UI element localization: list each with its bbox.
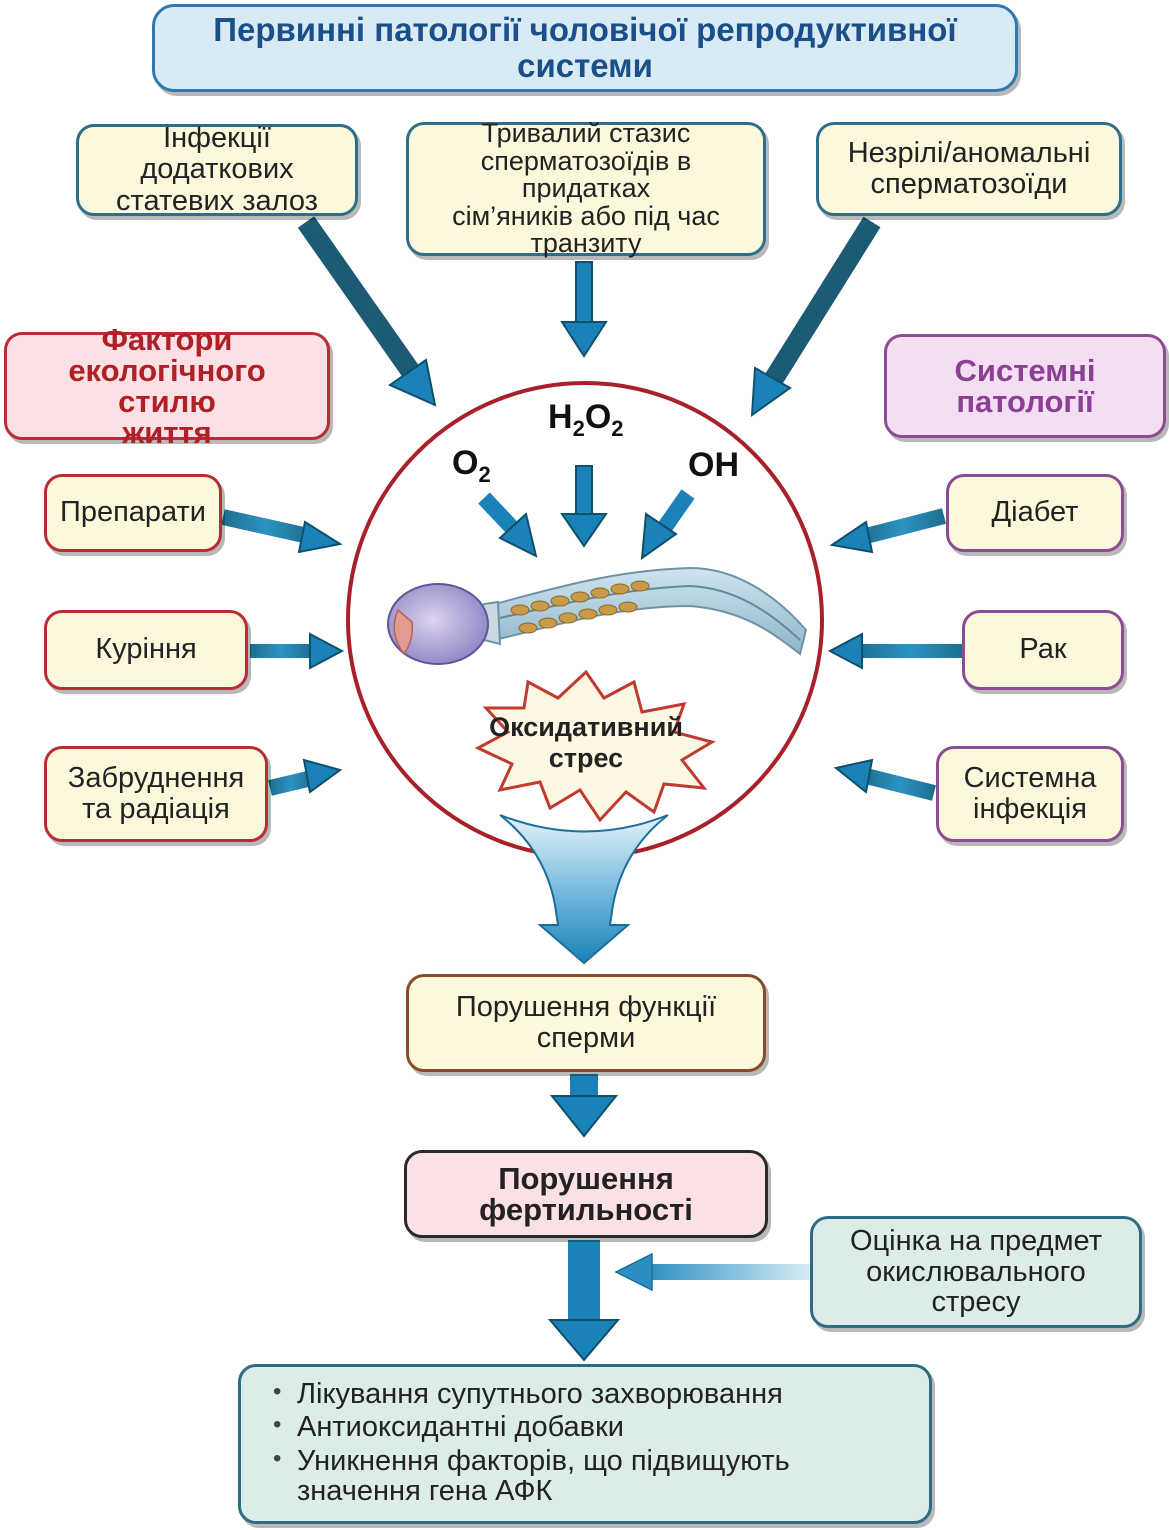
arrow-drugs — [221, 509, 343, 554]
treatment-list: Лікування супутнього захворювання Антиок… — [261, 1379, 909, 1507]
arrow-smoking — [250, 632, 345, 670]
cause-stasis-box: Тривалий стазис сперматозоїдів в придатк… — [406, 118, 766, 259]
lifestyle-item-smoking-label: Куріння — [95, 633, 197, 666]
assessment-box: Оцінка на предмет окислювального стресу — [810, 1216, 1142, 1328]
title-text: Первинні патології чоловічої репродуктив… — [213, 11, 957, 84]
ros-h2o2-label: H2O2 — [548, 398, 624, 442]
arrow-immature-sperm — [750, 216, 881, 418]
cause-stasis-line-4: транзиту — [530, 228, 642, 259]
systemic-header-box: Системні патології — [884, 334, 1166, 438]
cause-stasis-line-1: Тривалий стазис — [481, 118, 691, 149]
ros-h2o2-p2: O — [584, 398, 612, 436]
oxidative-stress-line-2: стрес — [548, 743, 624, 774]
arrow-o2 — [478, 492, 538, 558]
systemic-item-cancer-label: Рак — [1019, 633, 1067, 666]
sperm-function-line-1: Порушення функції — [455, 990, 717, 1023]
systemic-header-line-2: патології — [956, 384, 1094, 419]
cause-infections-line-1: Інфекції додаткових — [140, 122, 294, 186]
arrow-stasis — [560, 261, 608, 358]
fertility-line-2: фертильності — [479, 1192, 693, 1227]
systemic-item-infection-line-1: Системна — [963, 761, 1097, 794]
ros-h2o2-s1: 2 — [572, 415, 585, 441]
lifestyle-header-line-1: Фактори — [101, 322, 233, 357]
fertility-line-1: Порушення — [498, 1161, 674, 1196]
assessment-line-3: стресу — [931, 1286, 1021, 1319]
systemic-item-diabetes: Діабет — [946, 474, 1124, 552]
arrow-fertility-to-treatment — [547, 1240, 621, 1362]
arrow-assessment — [614, 1252, 810, 1292]
lifestyle-item-drugs: Препарати — [44, 474, 222, 552]
cause-stasis-line-3: сім’яників або під час — [452, 200, 720, 231]
cause-immature-line-1: Незрілі/аномальні — [847, 136, 1091, 169]
arrow-h2o2 — [560, 465, 608, 548]
sperm-function-line-2: сперми — [536, 1022, 636, 1054]
oxidative-stress-burst — [474, 669, 716, 823]
cause-immature-line-2: сперматозоїди — [870, 168, 1068, 200]
ros-oh-label: OH — [688, 446, 739, 485]
fertility-box: Порушення фертильності — [404, 1150, 768, 1238]
ros-h2o2-s2: 2 — [611, 415, 624, 441]
sperm-cell-illustration — [387, 566, 808, 665]
assessment-line-1: Оцінка на предмет — [850, 1225, 1102, 1258]
treatment-box: Лікування супутнього захворювання Антиок… — [238, 1364, 932, 1524]
title-box: Первинні патології чоловічої репродуктив… — [152, 4, 1018, 92]
oxidative-stress-line-1: Оксидативний — [489, 712, 683, 742]
arrow-infections — [297, 216, 437, 407]
lifestyle-header-line-3: життя — [122, 415, 212, 450]
lifestyle-item-pollution-line-1: Забруднення — [67, 761, 245, 794]
assessment-line-2: окислювального — [866, 1255, 1086, 1288]
cause-stasis-line-2: сперматозоїдів в придатках — [480, 145, 692, 204]
arrow-oh — [640, 489, 695, 561]
systemic-item-infection-line-2: інфекція — [973, 793, 1087, 825]
systemic-item-diabetes-label: Діабет — [991, 496, 1079, 529]
ros-o2-sub: 2 — [478, 461, 491, 487]
treatment-item: Лікування супутнього захворювання — [261, 1379, 909, 1410]
oxidative-stress-label: Оксидативний стрес — [486, 712, 686, 774]
lifestyle-item-pollution: Забруднення та радіація — [44, 746, 268, 842]
cause-infections-box: Інфекції додаткових статевих залоз — [76, 122, 358, 217]
ros-o2-base: O — [452, 444, 479, 482]
ros-oh-text: OH — [688, 446, 739, 484]
funnel-arrow — [499, 814, 669, 965]
arrow-diabetes — [829, 508, 946, 554]
arrow-cancer — [827, 632, 962, 670]
systemic-item-cancer: Рак — [962, 610, 1124, 690]
treatment-item: Антиоксидантні добавки — [261, 1412, 909, 1443]
lifestyle-item-drugs-label: Препарати — [59, 496, 207, 529]
sperm-function-box: Порушення функції сперми — [406, 974, 766, 1072]
treatment-item: Уникнення факторів, що підвищують значен… — [261, 1446, 909, 1507]
lifestyle-header-line-2: екологічного стилю — [68, 353, 266, 419]
systemic-item-infection: Системна інфекція — [936, 746, 1124, 842]
systemic-header-line-1: Системні — [954, 353, 1096, 388]
lifestyle-item-smoking: Куріння — [44, 610, 248, 690]
arrow-pollution — [268, 758, 343, 796]
lifestyle-item-pollution-line-2: та радіація — [82, 793, 230, 825]
lifestyle-header-box: Фактори екологічного стилю життя — [4, 324, 330, 448]
cause-infections-line-2: статевих залоз — [116, 184, 318, 217]
ros-h2o2-p1: H — [548, 398, 573, 436]
arrow-function-to-fertility — [549, 1074, 619, 1138]
arrow-systemic-infection — [833, 758, 936, 801]
ros-o2-label: O2 — [452, 444, 491, 488]
cause-immature-sperm-box: Незрілі/аномальні сперматозоїди — [816, 122, 1122, 216]
